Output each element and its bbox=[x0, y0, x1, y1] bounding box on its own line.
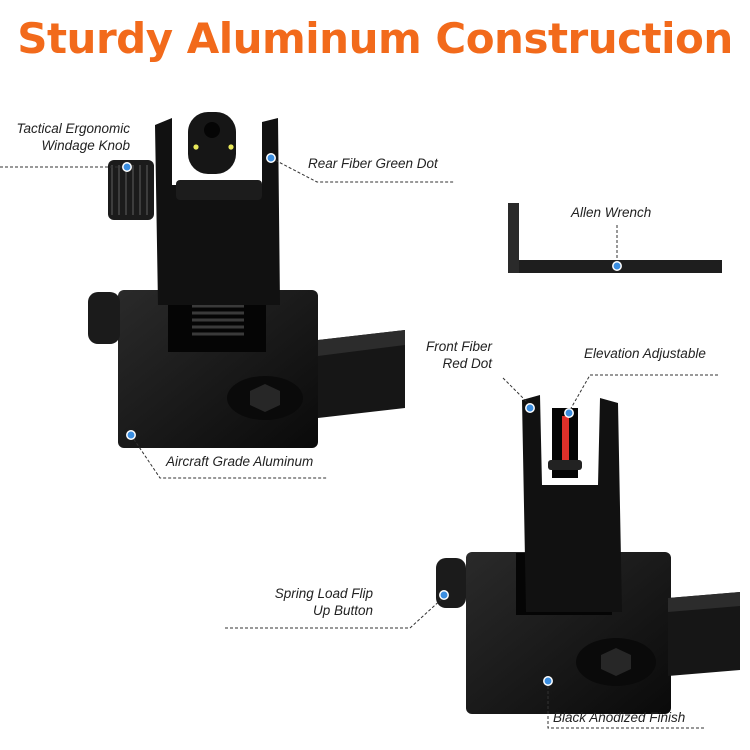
callout-anodized-finish: Black Anodized Finish bbox=[553, 710, 686, 725]
callout-spring-line2: Up Button bbox=[312, 603, 373, 618]
callout-front-fiber-line1: Front Fiber bbox=[425, 339, 492, 354]
rear-fiber-dot bbox=[266, 153, 276, 163]
spring-button-dot bbox=[439, 590, 449, 600]
front-fiber-dot bbox=[525, 403, 535, 413]
page-title: Sturdy Aluminum Construction bbox=[17, 14, 733, 63]
callout-front-fiber-line2: Red Dot bbox=[442, 356, 492, 371]
front-sight bbox=[436, 395, 740, 714]
elevation-dot bbox=[564, 408, 574, 418]
rear-fiber-left-dot bbox=[193, 144, 199, 150]
callout-windage-knob: Tactical Ergonomic Windage Knob bbox=[16, 120, 130, 154]
allen-wrench bbox=[508, 203, 722, 273]
allen-wrench-dot bbox=[612, 261, 622, 271]
callout-aircraft-aluminum: Aircraft Grade Aluminum bbox=[166, 454, 314, 469]
windage-knob-dot bbox=[122, 162, 132, 172]
front-fiber-red bbox=[562, 416, 569, 468]
callout-front-fiber: Front Fiber Red Dot bbox=[426, 338, 492, 372]
aircraft-aluminum-dot bbox=[126, 430, 136, 440]
rear-sight bbox=[88, 112, 405, 448]
callout-windage-knob-line1: Tactical Ergonomic bbox=[16, 121, 130, 136]
anodized-finish-dot bbox=[543, 676, 553, 686]
callout-leaders bbox=[0, 157, 718, 729]
callout-spring-line1: Spring Load Flip bbox=[274, 586, 373, 601]
callout-spring-button: Spring Load Flip Up Button bbox=[275, 585, 373, 619]
callout-elevation: Elevation Adjustable bbox=[584, 346, 706, 361]
callout-allen-wrench: Allen Wrench bbox=[571, 205, 652, 220]
callout-windage-knob-line2: Windage Knob bbox=[41, 138, 130, 153]
callout-rear-fiber: Rear Fiber Green Dot bbox=[308, 156, 438, 171]
rear-fiber-right-dot bbox=[228, 144, 234, 150]
